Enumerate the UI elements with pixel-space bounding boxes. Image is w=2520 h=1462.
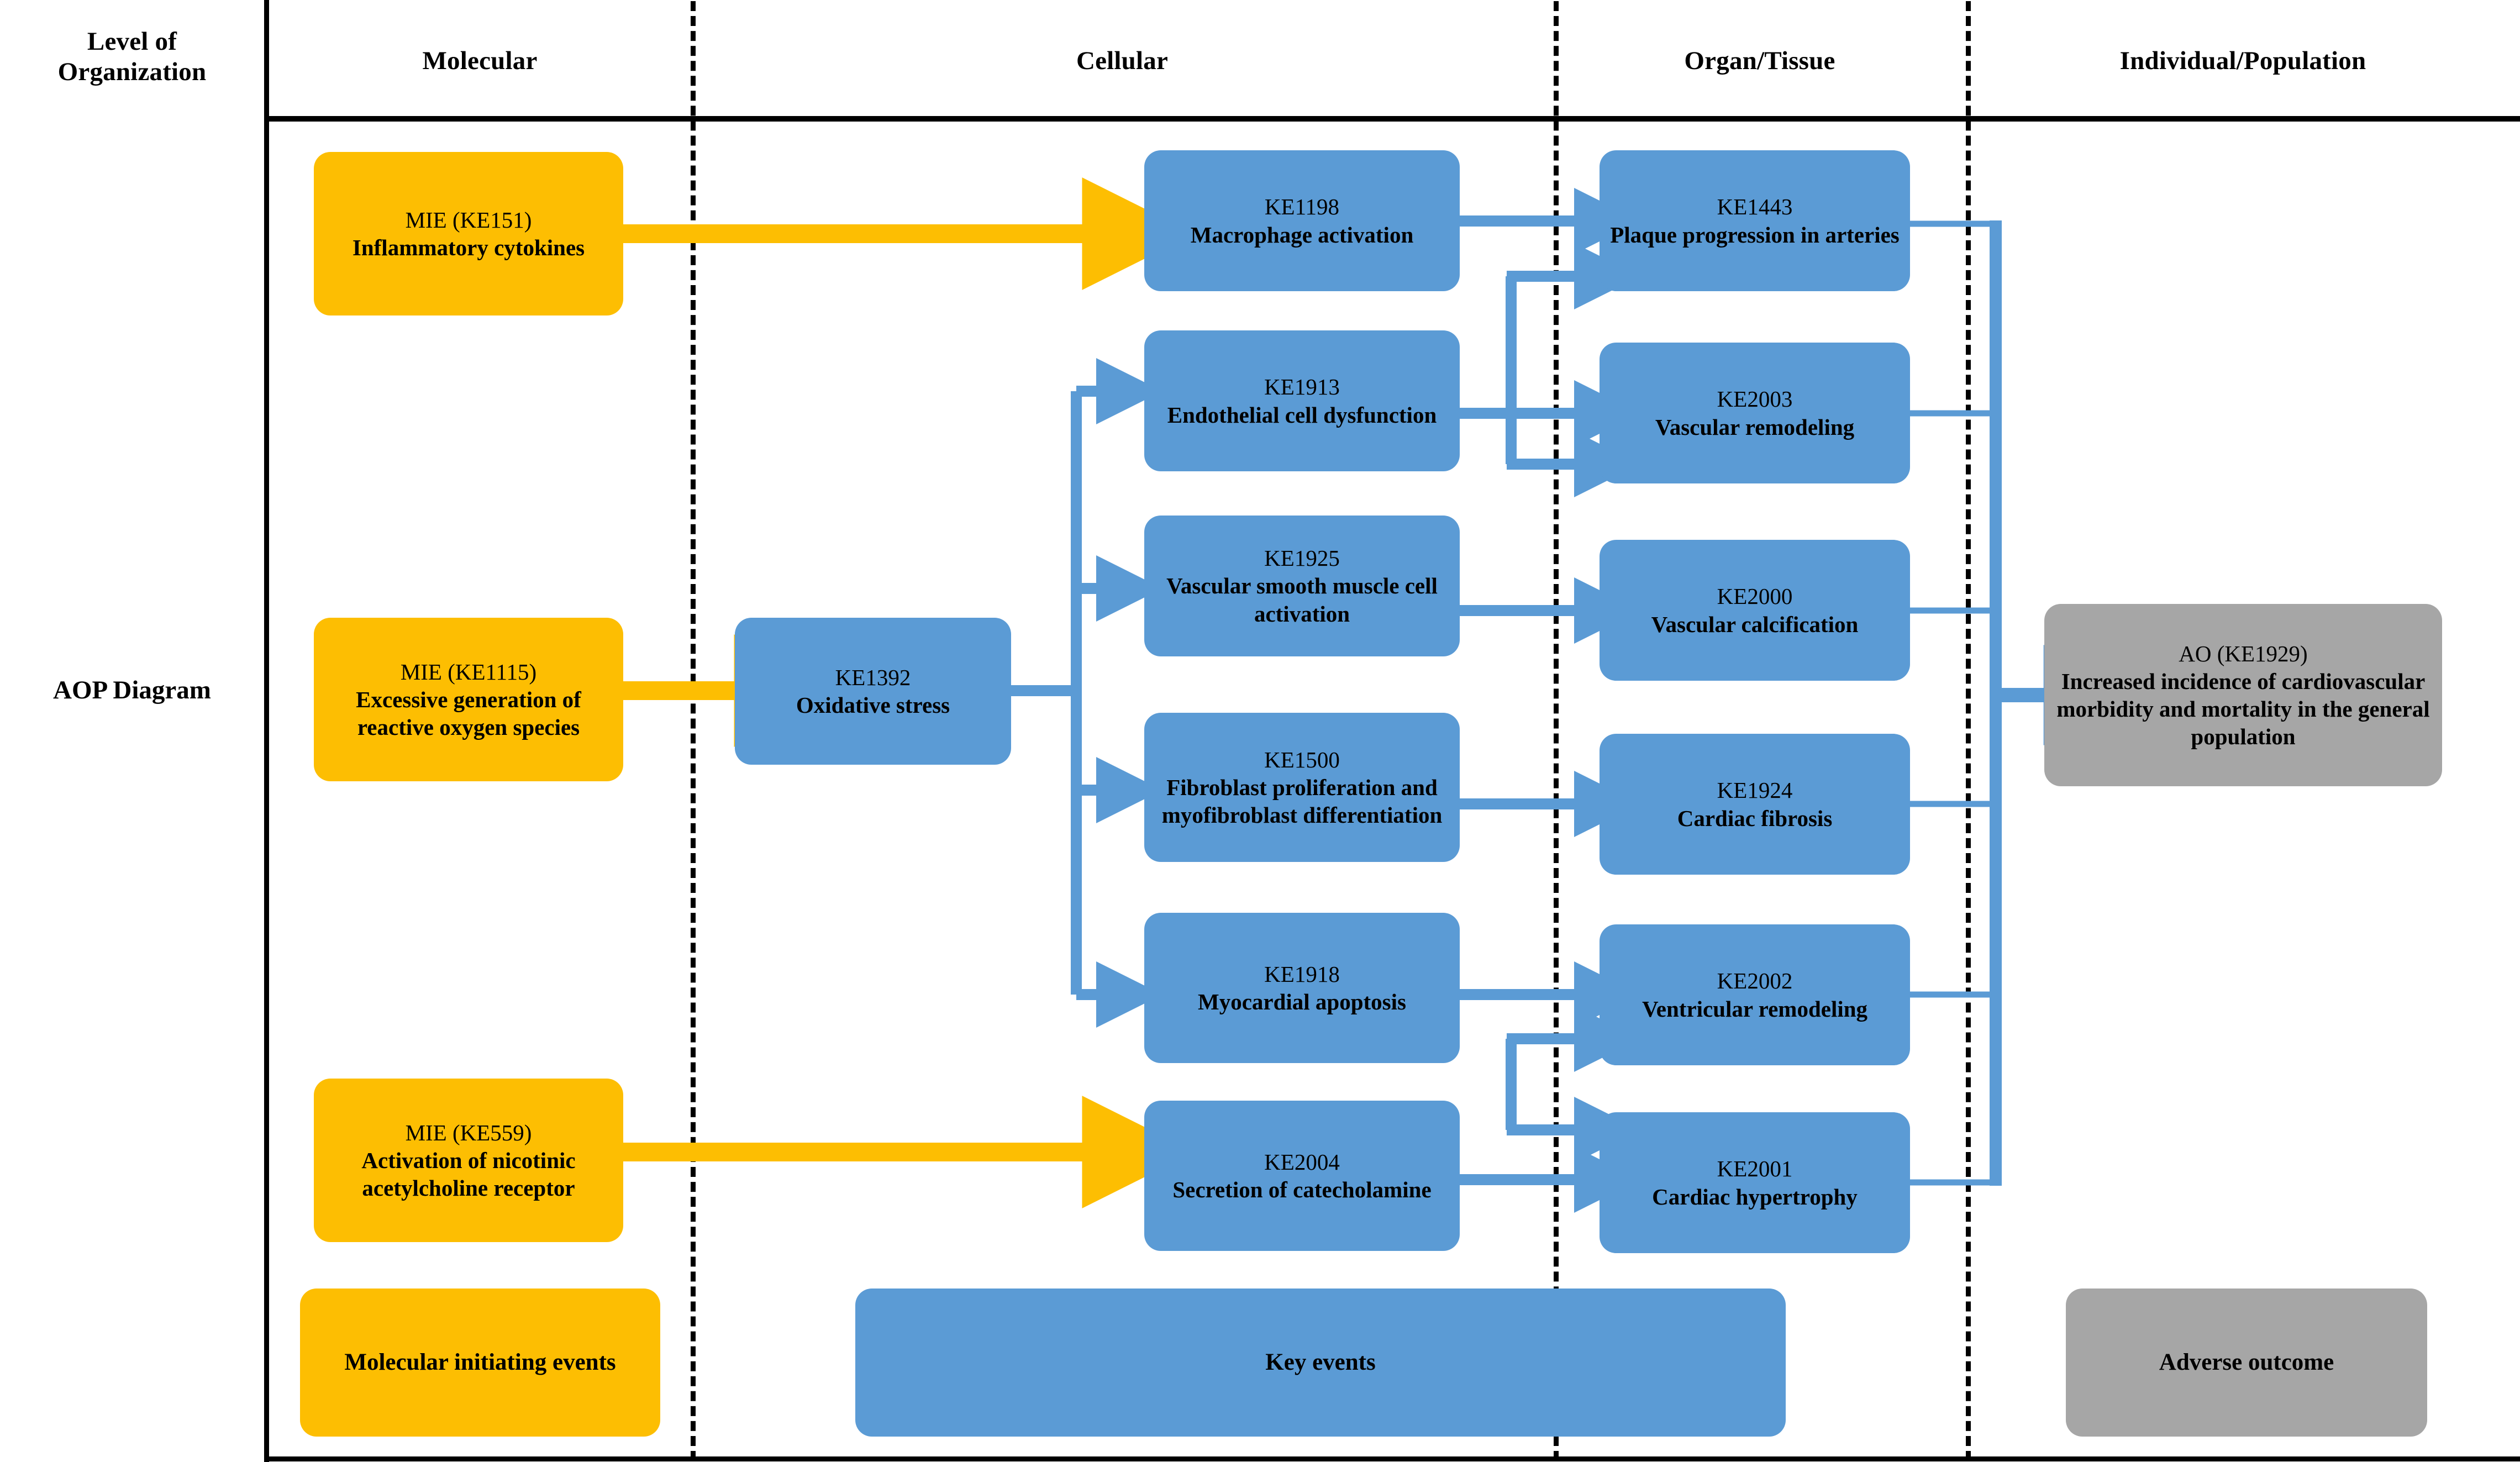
node-code: KE1198 bbox=[1264, 194, 1340, 220]
node-code: KE1443 bbox=[1717, 194, 1793, 220]
node-title: Oxidative stress bbox=[796, 692, 950, 718]
node-ke2003[interactable]: KE2003 Vascular remodeling bbox=[1600, 343, 1910, 483]
node-ke1443[interactable]: KE1443 Plaque progression in arteries bbox=[1600, 150, 1910, 291]
node-ke2001[interactable]: KE2001 Cardiac hypertrophy bbox=[1600, 1112, 1910, 1253]
node-title: Secretion of catecholamine bbox=[1172, 1177, 1432, 1202]
header-level-line2: Organization bbox=[57, 57, 207, 87]
mie-arrows bbox=[623, 177, 1195, 1208]
node-mie-ke1115[interactable]: MIE (KE1115) Excessive generation of rea… bbox=[314, 618, 623, 781]
node-ke1198[interactable]: KE1198 Macrophage activation bbox=[1144, 150, 1460, 291]
header-column-molecular: Molecular bbox=[422, 46, 538, 75]
stage-bottom-rule bbox=[264, 1456, 2520, 1461]
divider-organ-individual bbox=[1966, 1, 1971, 1461]
node-code: KE1918 bbox=[1264, 961, 1340, 987]
node-code: AO (KE1929) bbox=[2179, 640, 2308, 666]
oxidative-stress-bus bbox=[1011, 391, 1082, 995]
node-title: Cardiac fibrosis bbox=[1677, 805, 1833, 831]
node-ke1924[interactable]: KE1924 Cardiac fibrosis bbox=[1600, 734, 1910, 875]
node-ke1913[interactable]: KE1913 Endothelial cell dysfunction bbox=[1144, 330, 1460, 471]
node-title: Inflammatory cytokines bbox=[352, 235, 585, 260]
node-code: KE2000 bbox=[1717, 583, 1793, 609]
node-code: MIE (KE151) bbox=[405, 207, 532, 233]
divider-molecular-cellular bbox=[691, 1, 696, 1461]
node-ke1918[interactable]: KE1918 Myocardial apoptosis bbox=[1144, 913, 1460, 1063]
oxidative-stress-branches bbox=[1076, 358, 1162, 1028]
legend-adverse-outcome: Adverse outcome bbox=[2066, 1289, 2427, 1437]
node-title: Macrophage activation bbox=[1190, 222, 1414, 248]
node-title: Cardiac hypertrophy bbox=[1652, 1184, 1858, 1209]
node-title: Vascular remodeling bbox=[1655, 414, 1855, 440]
node-code: KE2001 bbox=[1717, 1156, 1793, 1182]
header-level-of-organization: Level of Organization bbox=[0, 27, 264, 88]
node-code: KE2004 bbox=[1264, 1149, 1340, 1175]
node-code: MIE (KE1115) bbox=[400, 659, 537, 685]
legend-molecular-initiating-events: Molecular initiating events bbox=[300, 1289, 660, 1437]
node-mie-ke559[interactable]: MIE (KE559) Activation of nicotinic acet… bbox=[314, 1079, 623, 1242]
node-ke2004[interactable]: KE2004 Secretion of catecholamine bbox=[1144, 1101, 1460, 1251]
node-title: Endothelial cell dysfunction bbox=[1167, 402, 1437, 428]
node-code: KE1500 bbox=[1264, 746, 1340, 772]
cross-link-arrows bbox=[1507, 243, 1640, 1163]
organ-to-ao-collector bbox=[1910, 220, 1996, 1186]
cellular-to-organ-arrows bbox=[1460, 188, 1640, 1213]
node-ke2002[interactable]: KE2002 Ventricular remodeling bbox=[1600, 924, 1910, 1065]
header-column-individual: Individual/Population bbox=[2119, 46, 2366, 75]
node-ke1392-oxidative-stress[interactable]: KE1392 Oxidative stress bbox=[735, 618, 1011, 765]
header-left-vertical-rule bbox=[264, 0, 269, 1462]
node-ke2000[interactable]: KE2000 Vascular calcification bbox=[1600, 540, 1910, 681]
legend-key-events: Key events bbox=[855, 1289, 1786, 1437]
node-code: KE1913 bbox=[1264, 374, 1340, 400]
node-ke1925[interactable]: KE1925 Vascular smooth muscle cell activ… bbox=[1144, 516, 1460, 656]
node-code: KE2003 bbox=[1717, 386, 1793, 412]
header-column-cellular: Cellular bbox=[1076, 46, 1169, 75]
node-title: Excessive generation of reactive oxygen … bbox=[356, 686, 581, 740]
node-code: KE1392 bbox=[835, 664, 911, 690]
node-code: KE1925 bbox=[1264, 545, 1340, 571]
node-ke1500[interactable]: KE1500 Fibroblast proliferation and myof… bbox=[1144, 713, 1460, 862]
row-label-aop-diagram: AOP Diagram bbox=[53, 676, 211, 704]
node-ao-ke1929[interactable]: AO (KE1929) Increased incidence of cardi… bbox=[2044, 604, 2442, 786]
node-mie-ke151[interactable]: MIE (KE151) Inflammatory cytokines bbox=[314, 152, 623, 315]
header-level-line1: Level of bbox=[87, 27, 177, 56]
node-code: KE2002 bbox=[1717, 968, 1793, 994]
node-title: Vascular smooth muscle cell activation bbox=[1166, 573, 1438, 627]
header-bottom-horizontal-rule bbox=[264, 116, 2520, 122]
node-title: Myocardial apoptosis bbox=[1198, 989, 1406, 1014]
node-title: Fibroblast proliferation and myofibrobla… bbox=[1161, 774, 1443, 828]
node-title: Activation of nicotinic acetylcholine re… bbox=[361, 1147, 576, 1201]
node-title: Plaque progression in arteries bbox=[1610, 222, 1900, 248]
node-code: KE1924 bbox=[1717, 777, 1793, 803]
node-title: Increased incidence of cardiovascular mo… bbox=[2056, 668, 2430, 750]
node-title: Vascular calcification bbox=[1651, 611, 1859, 637]
node-title: Ventricular remodeling bbox=[1642, 996, 1868, 1022]
header-column-organ: Organ/Tissue bbox=[1684, 46, 1835, 75]
divider-cellular-organ bbox=[1554, 1, 1559, 1461]
node-code: MIE (KE559) bbox=[405, 1119, 532, 1145]
